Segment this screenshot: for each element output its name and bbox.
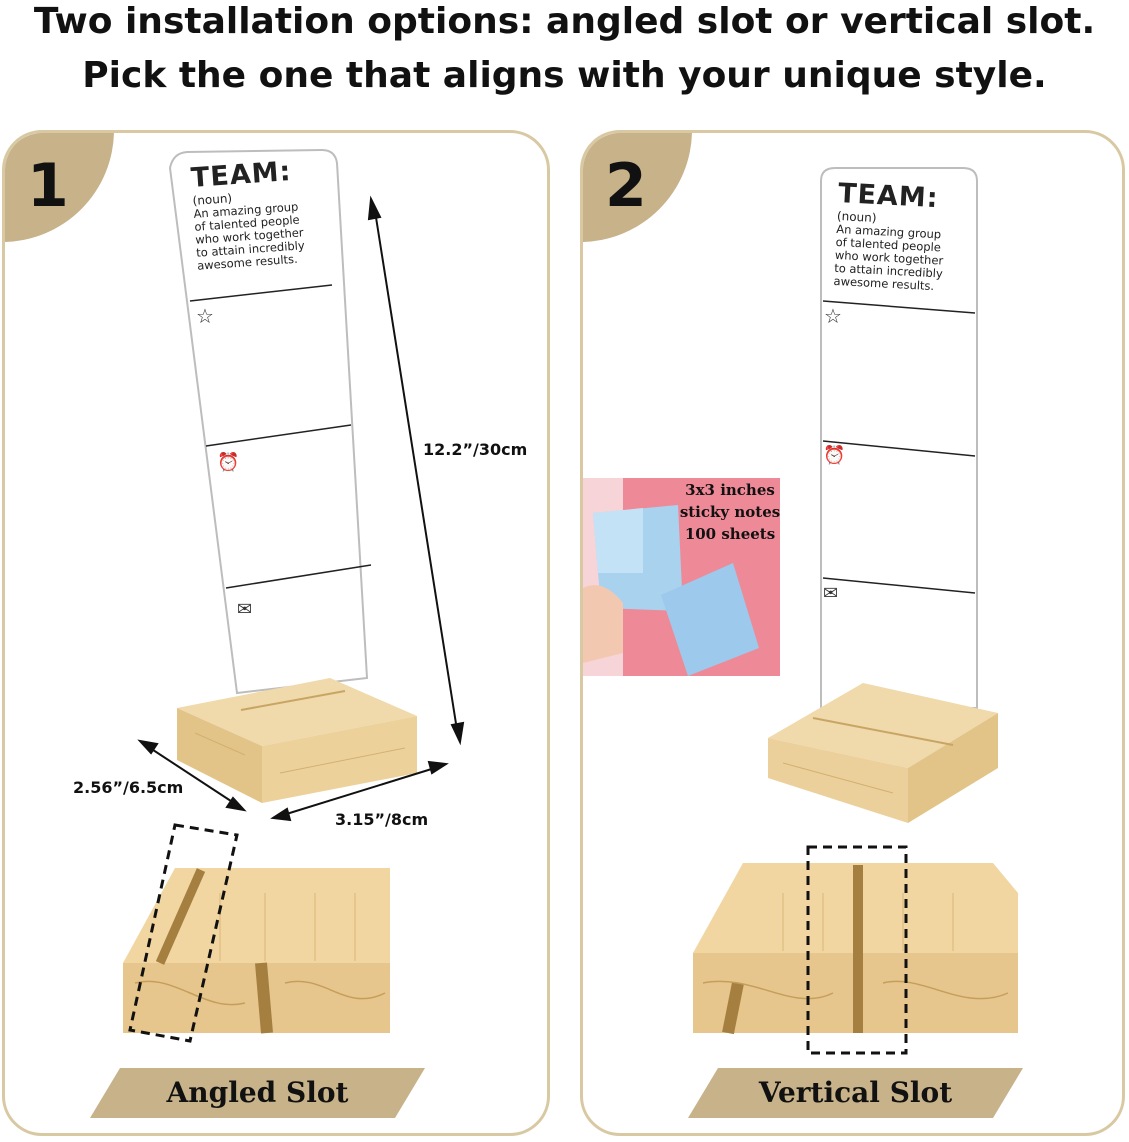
vertical-slot-banner: Vertical Slot [688, 1068, 1023, 1118]
sticky-notes-count: 100 sheets [684, 525, 776, 543]
star-icon: ☆ [196, 304, 214, 328]
panel-number: 1 [27, 151, 69, 221]
sticky-notes-size: 3x3 inches [685, 481, 775, 499]
sticky-notes-photo [583, 478, 780, 676]
headline-line-1: Two installation options: angled slot or… [33, 1, 1096, 42]
angled-slot-panel: 1 ☆ ⏰ ✉ [2, 130, 550, 1136]
vertical-slot-panel: 2 ☆ ⏰ ✉ [580, 130, 1125, 1136]
sticky-notes-caption: 3x3 inches sticky notes 100 sheets [635, 479, 825, 545]
slot-highlight-box [806, 845, 908, 1055]
height-dimension-label: 12.2”/30cm [423, 440, 528, 459]
angled-slot-closeup [123, 823, 390, 1043]
width-dimension-arrow [270, 760, 449, 822]
angled-stand-illustration: ☆ ⏰ ✉ [123, 148, 465, 1043]
angled-slot-banner: Angled Slot [90, 1068, 425, 1118]
sticky-notes-type: sticky notes [679, 503, 781, 521]
headline-line-2: Pick the one that aligns with your uniqu… [82, 55, 1047, 96]
wooden-base [177, 678, 417, 803]
angled-slot-label: Angled Slot [166, 1076, 349, 1109]
height-dimension-arrow [367, 195, 465, 746]
acrylic-card: ☆ ⏰ ✉ [820, 167, 978, 709]
acrylic-card: ☆ ⏰ ✉ [168, 148, 372, 695]
depth-dimension-arrow [137, 739, 247, 812]
panel-number: 2 [605, 151, 647, 221]
alarm-clock-icon: ⏰ [217, 451, 239, 473]
vertical-stand-illustration: ☆ ⏰ ✉ [583, 167, 1018, 1055]
wooden-base [768, 683, 998, 823]
slot-highlight-box [128, 823, 239, 1043]
width-dimension-label: 3.15”/8cm [335, 810, 429, 829]
envelope-icon: ✉ [823, 583, 838, 604]
envelope-icon: ✉ [237, 599, 252, 620]
depth-dimension-label: 2.56”/6.5cm [73, 778, 184, 797]
alarm-clock-icon: ⏰ [823, 444, 845, 466]
vertical-slot-label: Vertical Slot [758, 1076, 953, 1109]
vertical-slot-closeup [693, 845, 1018, 1055]
star-icon: ☆ [824, 304, 842, 328]
